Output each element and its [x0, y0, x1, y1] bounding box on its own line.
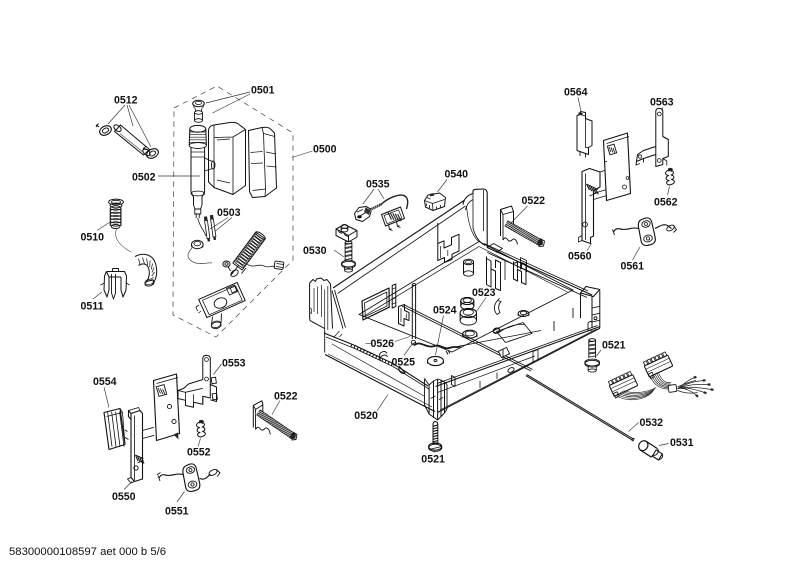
- svg-text:0502: 0502: [132, 172, 156, 184]
- svg-text:0553: 0553: [222, 358, 246, 370]
- svg-text:0525: 0525: [392, 357, 416, 369]
- svg-text:0563: 0563: [650, 97, 674, 109]
- svg-text:0501: 0501: [251, 85, 275, 97]
- svg-text:0521: 0521: [602, 340, 626, 352]
- svg-text:0532: 0532: [640, 417, 664, 429]
- svg-text:0551: 0551: [165, 506, 189, 518]
- svg-text:0503: 0503: [217, 207, 241, 219]
- svg-text:0561: 0561: [621, 261, 645, 273]
- svg-text:0526: 0526: [371, 338, 395, 350]
- svg-text:0550: 0550: [112, 491, 136, 503]
- svg-text:0524: 0524: [433, 305, 457, 317]
- svg-text:0554: 0554: [93, 376, 117, 388]
- svg-text:0560: 0560: [568, 251, 592, 263]
- svg-text:0540: 0540: [445, 169, 469, 181]
- svg-text:0510: 0510: [81, 232, 105, 244]
- svg-text:0531: 0531: [670, 437, 694, 449]
- svg-text:0512: 0512: [114, 95, 138, 107]
- svg-text:0520: 0520: [354, 410, 378, 422]
- svg-text:0511: 0511: [81, 301, 104, 313]
- svg-text:0562: 0562: [654, 197, 678, 209]
- svg-text:0535: 0535: [366, 179, 390, 191]
- svg-text:0521: 0521: [421, 454, 445, 466]
- svg-text:0530: 0530: [303, 245, 327, 257]
- svg-text:0500: 0500: [313, 144, 337, 156]
- svg-text:58300000108597 aet 000 b 5/6: 58300000108597 aet 000 b 5/6: [9, 546, 166, 558]
- svg-text:0523: 0523: [472, 287, 496, 299]
- svg-text:0522: 0522: [522, 195, 546, 207]
- svg-text:0552: 0552: [187, 447, 211, 459]
- svg-text:0522: 0522: [274, 391, 298, 403]
- svg-text:0564: 0564: [564, 87, 588, 99]
